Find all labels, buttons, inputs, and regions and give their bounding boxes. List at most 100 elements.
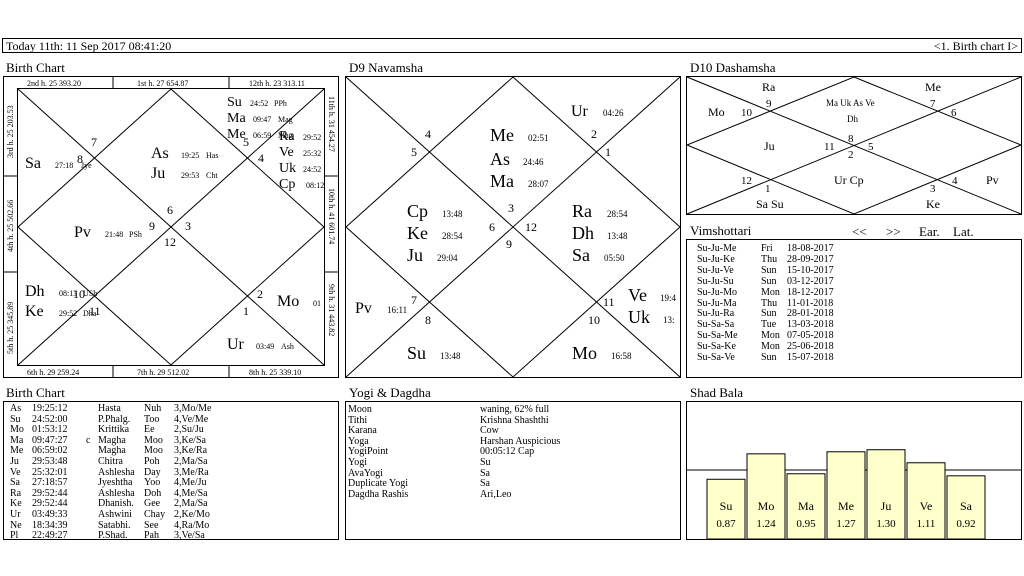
nakshatra-cell: P.Phalg. (98, 413, 131, 425)
flag-cell (86, 404, 98, 415)
bar-category-label: Ma (798, 499, 815, 513)
pada-lords-cell: 4,Me/Ju (174, 477, 207, 489)
svg-text:24:52: 24:52 (303, 165, 321, 174)
house-4-label: 4th h. 25 502.66 (6, 200, 15, 252)
syllable-cell: Ee (144, 424, 155, 436)
sign-number: 4 (425, 127, 431, 141)
house-3-label: 3rd h. 25 203.53 (6, 105, 15, 158)
svg-text:02:51: 02:51 (528, 133, 549, 143)
dasha-day: Sun (761, 308, 777, 320)
sign-number: 7 (411, 293, 417, 307)
svg-text:24:46: 24:46 (523, 157, 544, 167)
sign-number: 2 (591, 127, 597, 141)
sign-number: 11 (89, 304, 101, 318)
bar-mo (746, 453, 786, 540)
svg-text:03:49: 03:49 (256, 342, 274, 351)
svg-text:Uk: Uk (279, 161, 296, 176)
svg-text:Sa: Sa (25, 155, 41, 172)
d10-dashamsha-chart[interactable]: Ra Me Mo Ma Uk As Ve Dh Ju Ur Cp Pv Sa S… (686, 76, 1022, 215)
bar-category-label: Mo (758, 499, 775, 513)
sign-number: 4 (952, 175, 958, 187)
planet-cell: Mo (10, 424, 24, 436)
sign-number: 6 (951, 107, 957, 119)
bar-value-label: 1.27 (836, 518, 856, 530)
bar-su (706, 478, 746, 540)
svg-text:01: 01 (313, 299, 321, 308)
house-8-label: 8th h. 25 339.10 (249, 368, 301, 377)
planet-cell: Pl (10, 530, 19, 542)
dasha-day: Sun (761, 264, 777, 276)
pada-lords-cell: 2,Su/Ju (174, 424, 204, 436)
nakshatra-cell: Hasta (98, 403, 121, 414)
yogi-value: 00:05:12 Cap (480, 446, 535, 458)
sign-number: 11 (603, 295, 615, 309)
birth-chart[interactable]: 2nd h. 25 393.20 1st h. 27 654.87 12th h… (3, 76, 339, 378)
degree-cell: 29:52:44 (32, 498, 68, 510)
chart-selector[interactable]: <1. Birth chart I> (933, 39, 1018, 53)
flag-cell (86, 415, 98, 426)
yogi-value: Su (480, 456, 491, 468)
next-dasha-button[interactable]: >> (886, 224, 901, 239)
pada-lords-cell: 3,Ve/Sa (174, 530, 205, 542)
later-button[interactable]: Lat. (953, 224, 974, 239)
d10-label: Pv (986, 173, 999, 187)
planet-cell: Ur (10, 508, 21, 520)
bar-ve (906, 462, 946, 540)
svg-text:21:48: 21:48 (105, 230, 123, 239)
pada-lords-cell: 3,Mo/Me (174, 403, 212, 414)
pada-lords-cell: 4,Ve/Me (174, 413, 209, 425)
vimshottari-title: Vimshottari (690, 223, 752, 238)
dasha-period: Su-Ju-Ve (697, 264, 734, 276)
house-10-label: 10th h. 41 601.74 (327, 188, 336, 244)
prev-dasha-button[interactable]: << (852, 224, 867, 239)
dasha-period: Su-Sa-Me (697, 330, 738, 342)
sign-number: 12 (525, 220, 537, 234)
flag-cell (86, 521, 98, 532)
degree-cell: 19:25:12 (32, 403, 68, 414)
sign-number: 6 (489, 220, 495, 234)
bar-me (826, 451, 866, 540)
syllable-cell: Chay (144, 508, 166, 520)
svg-text:08:12: 08:12 (306, 181, 324, 190)
bar-category-label: Me (838, 499, 854, 513)
degree-cell: 27:18:57 (32, 477, 68, 489)
earlier-button[interactable]: Ear. (919, 224, 940, 239)
svg-text:Ma: Ma (227, 111, 246, 126)
degree-cell: 01:53:12 (32, 424, 68, 436)
d10-label: Ma Uk As Ve (826, 98, 875, 108)
